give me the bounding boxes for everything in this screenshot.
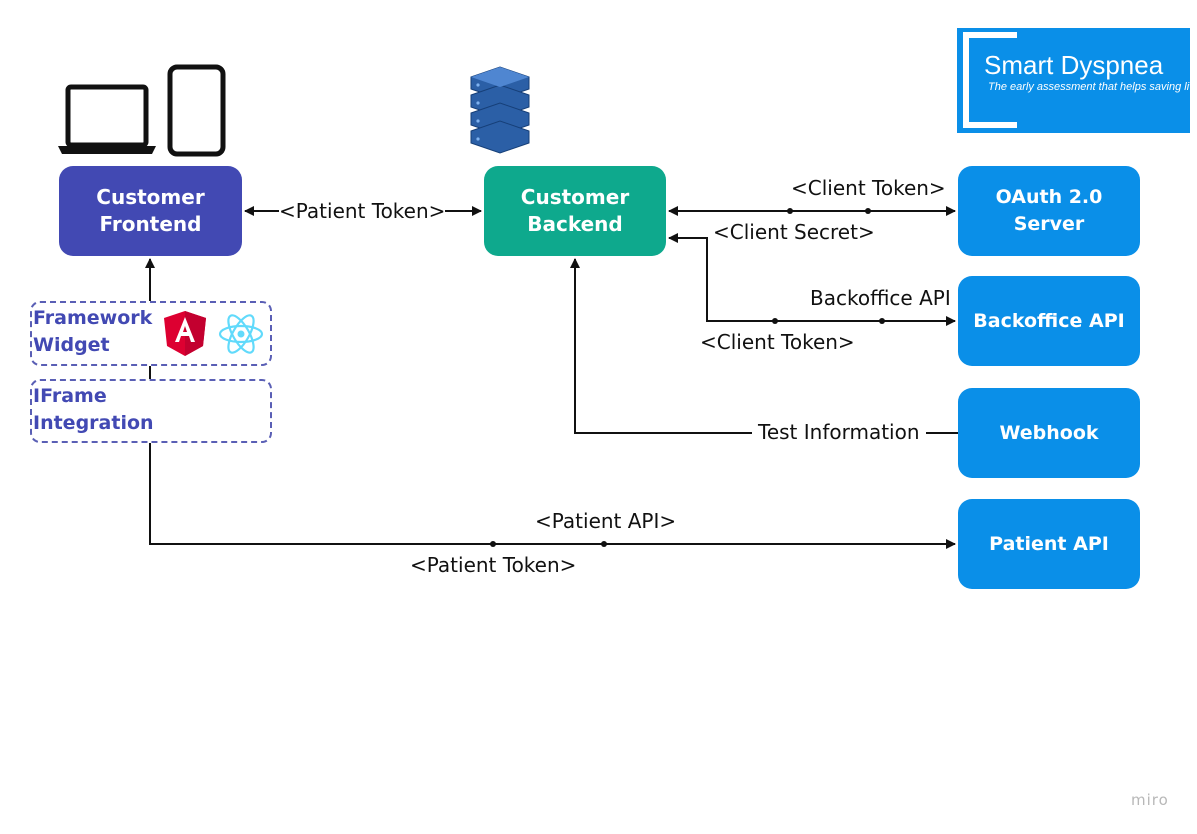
- logo-subtitle: The early assessment that helps saving l…: [988, 81, 1197, 93]
- edge-label-test-information: Test Information: [752, 420, 926, 444]
- customer-backend-label: Customer Backend: [520, 185, 630, 236]
- edge-backend-backoffice: [668, 233, 956, 326]
- iframe-integration-label: IFrame Integration: [33, 385, 154, 434]
- edge-label-patient-token: <Patient Token>: [279, 199, 446, 223]
- edge-label-client-token-oauth: <Client Token>: [791, 176, 946, 200]
- angular-icon: [164, 311, 206, 356]
- oauth-server-node[interactable]: OAuth 2.0 Server: [958, 166, 1140, 256]
- edge-label-patient-token-patient-api: <Patient Token>: [410, 553, 577, 577]
- patient-api-label: Patient API: [989, 532, 1109, 555]
- laptop-icon: [58, 84, 156, 154]
- customer-backend-node[interactable]: Customer Backend: [484, 166, 666, 256]
- edge-label-client-token-backoffice: <Client Token>: [700, 330, 855, 354]
- customer-frontend-label: Customer Frontend: [96, 185, 205, 236]
- edge-label-client-secret: <Client Secret>: [713, 220, 875, 244]
- customer-frontend-node[interactable]: Customer Frontend: [59, 166, 242, 256]
- iframe-integration-box[interactable]: [30, 379, 272, 443]
- edge-iframe-patient-api: [149, 445, 956, 549]
- phone-icon: [167, 64, 226, 157]
- oauth-server-label: OAuth 2.0 Server: [995, 186, 1103, 235]
- logo-bracket-icon: [963, 32, 1017, 128]
- edge-label-backoffice-api: Backoffice API: [810, 286, 951, 310]
- smart-dyspnea-logo: Smart Dyspnea The early assessment that …: [957, 28, 1197, 133]
- edge-label-patient-api: <Patient API>: [535, 509, 677, 533]
- backoffice-api-node[interactable]: Backoffice API: [958, 276, 1140, 366]
- react-icon: [218, 314, 264, 354]
- logo-title: Smart Dyspnea: [984, 50, 1164, 80]
- webhook-node[interactable]: Webhook: [958, 388, 1140, 478]
- framework-widget-label: Framework Widget: [33, 307, 153, 356]
- backoffice-api-label: Backoffice API: [973, 309, 1125, 332]
- miro-watermark: miro: [1131, 791, 1169, 809]
- server-stack-icon: [470, 66, 530, 154]
- patient-api-node[interactable]: Patient API: [958, 499, 1140, 589]
- webhook-label: Webhook: [999, 421, 1099, 444]
